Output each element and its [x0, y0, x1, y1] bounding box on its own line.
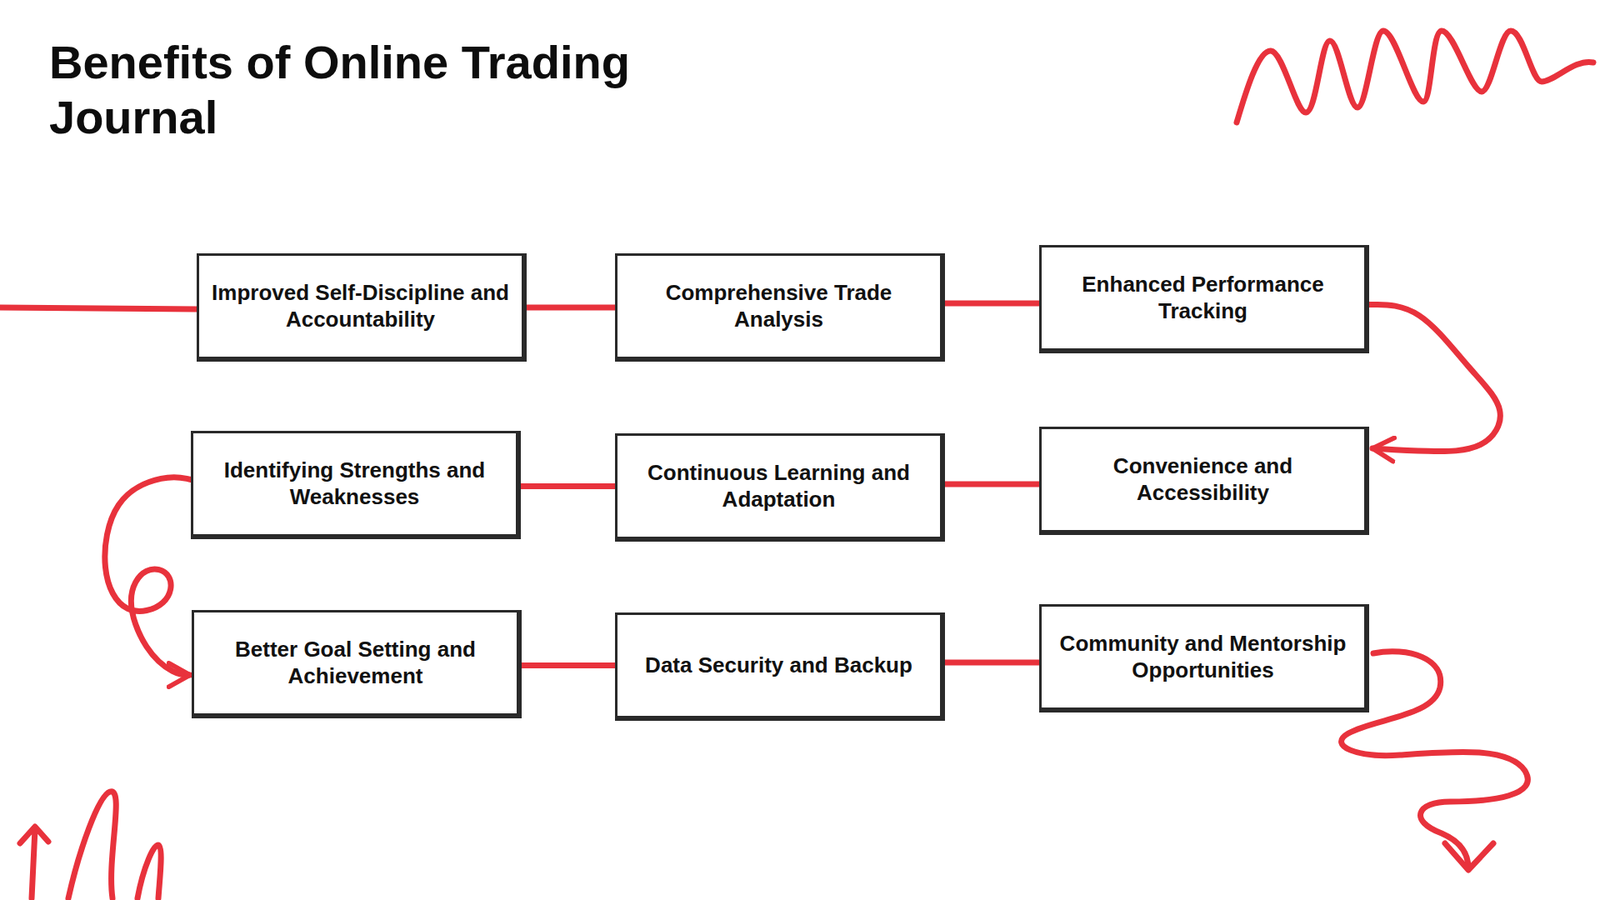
corner-arrow — [20, 826, 49, 899]
process-box: Enhanced Performance Tracking — [1039, 245, 1370, 354]
text-group: Improved Self-Discipline and Accountabil… — [209, 280, 512, 332]
box-label: Better Goal Setting and Achievement — [204, 636, 507, 689]
text-group: Identifying Strengths and Weaknesses — [203, 457, 506, 510]
process-box: Identifying Strengths and Weaknesses — [190, 430, 521, 540]
flow-connector — [526, 305, 615, 311]
text-group: Enhanced Performance Tracking — [1051, 271, 1355, 324]
process-box: Convenience and Accessibility — [1039, 426, 1370, 535]
exit-squiggle — [1341, 651, 1529, 869]
process-box: Better Goal Setting and Achievement — [191, 610, 522, 719]
text-group: Data Security and Backup — [645, 652, 913, 679]
box-label: Enhanced Performance Tracking — [1051, 271, 1355, 324]
process-box: Comprehensive Trade Analysis — [615, 253, 945, 362]
lead-in-line — [0, 307, 197, 310]
box-label: Continuous Learning and Adaptation — [627, 460, 930, 512]
text-group: Continuous Learning and Adaptation — [627, 460, 930, 512]
box-label: Identifying Strengths and Weaknesses — [203, 457, 506, 510]
text-group: Convenience and Accessibility — [1051, 453, 1355, 505]
box-label: Data Security and Backup — [645, 652, 913, 679]
flow-connector — [1369, 305, 1500, 452]
text-group: Better Goal Setting and Achievement — [204, 636, 507, 689]
process-box: Data Security and Backup — [615, 612, 945, 721]
exit-arrowhead — [1445, 843, 1494, 870]
process-box: Community and Mentorship Opportunities — [1039, 604, 1370, 713]
flow-connector — [945, 481, 1040, 488]
text-group: Comprehensive Trade Analysis — [627, 280, 930, 332]
flow-connector — [105, 477, 191, 675]
box-label: Community and Mentorship Opportunities — [1051, 630, 1355, 683]
zigzag-doodle — [1236, 30, 1594, 123]
text-group: Community and Mentorship Opportunities — [1051, 630, 1355, 683]
process-box: Improved Self-Discipline and Accountabil… — [196, 253, 527, 362]
flow-connector — [520, 483, 615, 490]
box-label: Comprehensive Trade Analysis — [627, 280, 930, 332]
box-label: Convenience and Accessibility — [1051, 453, 1355, 505]
flow-connector — [945, 660, 1040, 666]
corner-loop — [137, 845, 161, 899]
box-label: Improved Self-Discipline and Accountabil… — [209, 280, 512, 332]
diagram-title: Benefits of Online Trading Journal — [49, 35, 683, 145]
flow-connector — [521, 662, 615, 669]
process-box: Continuous Learning and Adaptation — [615, 433, 945, 542]
flow-connector — [945, 300, 1040, 307]
corner-loop — [68, 791, 116, 899]
